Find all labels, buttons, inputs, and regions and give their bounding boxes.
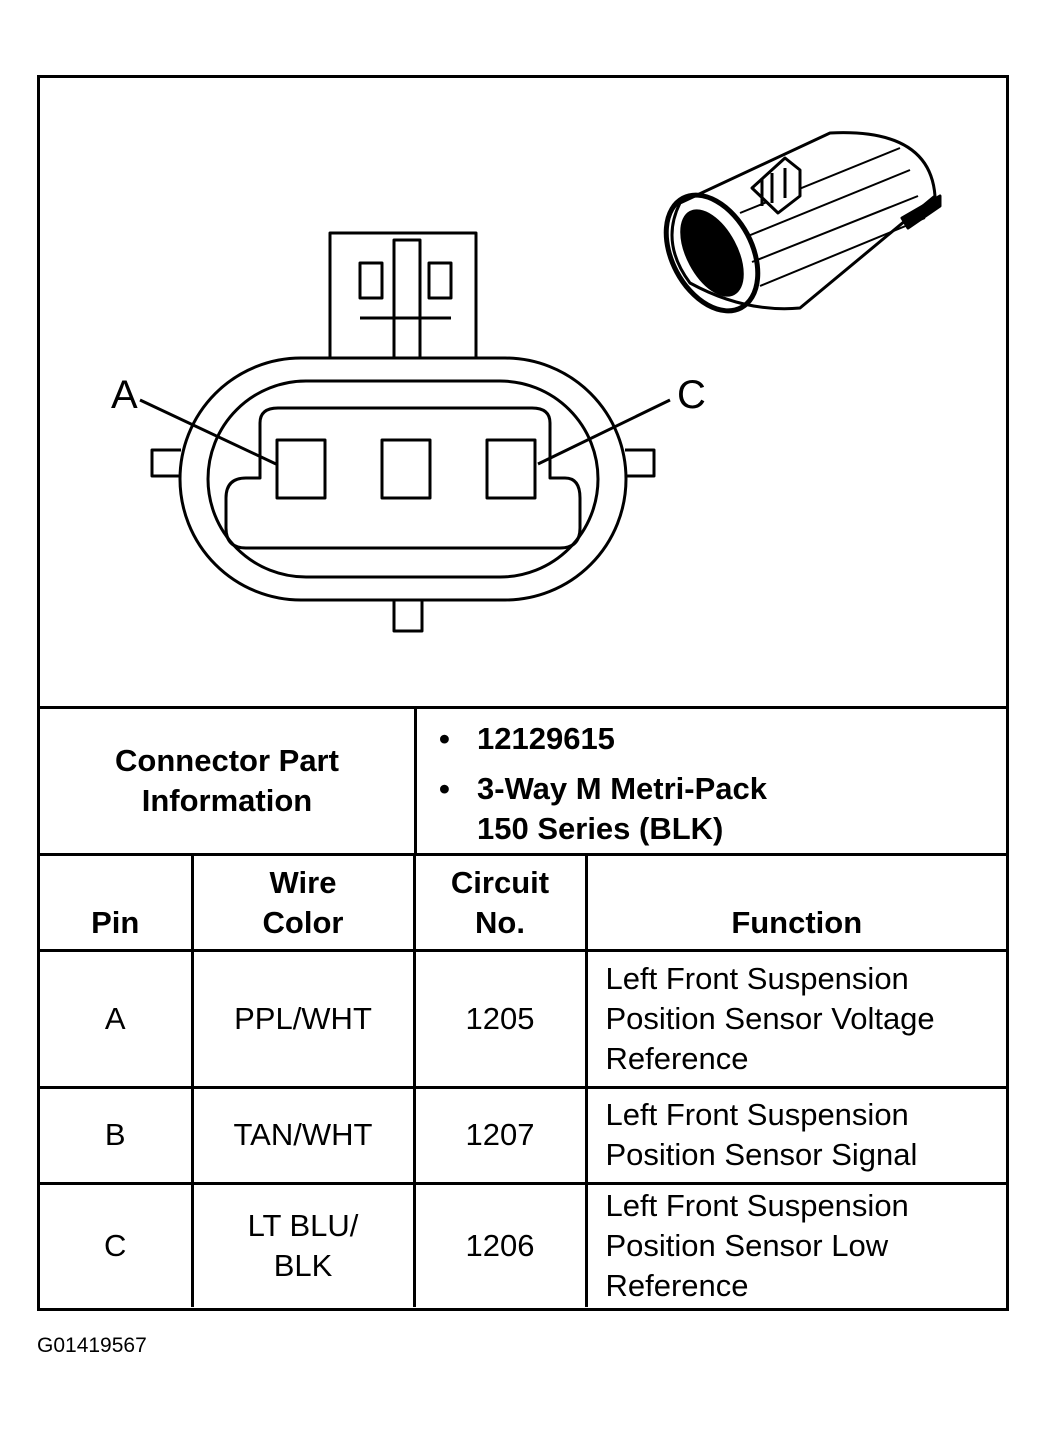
connector-part-info-label: Connector Part Information xyxy=(40,709,417,853)
pin-label-c: C xyxy=(677,373,706,417)
table-row: A PPL/WHT 1205 Left Front Suspension Pos… xyxy=(40,948,1006,1089)
connector-part-info-list: 12129615 3-Way M Metri-Pack 150 Series (… xyxy=(417,709,1006,853)
connector-part-information: Connector Part Information 12129615 3-Wa… xyxy=(40,706,1006,856)
terminal-cavity-outline xyxy=(224,406,582,550)
terminal-b xyxy=(380,438,432,500)
connector-outer-shell xyxy=(178,356,628,602)
pin-table-header-row: Pin Wire Color Circuit No. Function xyxy=(40,856,1006,952)
function-cell: Left Front Suspension Position Sensor Si… xyxy=(584,1085,1006,1185)
pin-cell: B xyxy=(40,1085,194,1185)
header-function: Function xyxy=(584,856,1006,952)
circuit-cell: 1206 xyxy=(412,1181,588,1307)
connector-3d-illustration xyxy=(663,131,942,314)
side-key-right xyxy=(625,448,656,478)
header-pin: Pin xyxy=(40,856,194,952)
connector-diagram: A C xyxy=(40,78,1006,708)
leader-line-c xyxy=(537,398,671,466)
connector-inner-shell xyxy=(206,379,600,579)
terminal-c xyxy=(485,438,537,500)
part-number: 12129615 xyxy=(439,719,615,759)
terminal-a xyxy=(275,438,327,500)
pin-table: Pin Wire Color Circuit No. Function A PP… xyxy=(40,856,1006,1307)
connector-series: 3-Way M Metri-Pack 150 Series (BLK) xyxy=(439,769,767,849)
wire-color-cell: PPL/WHT xyxy=(190,948,416,1089)
leader-line-a xyxy=(139,398,277,466)
header-circuit-no: Circuit No. xyxy=(412,856,588,952)
circuit-cell: 1207 xyxy=(412,1085,588,1185)
circuit-cell: 1205 xyxy=(412,948,588,1089)
pin-cell: A xyxy=(40,948,194,1089)
locking-tab xyxy=(328,231,478,360)
header-wire-color: Wire Color xyxy=(190,856,416,952)
pin-label-a: A xyxy=(111,373,138,417)
wire-color-cell: TAN/WHT xyxy=(190,1085,416,1185)
pin-table-container: Pin Wire Color Circuit No. Function A PP… xyxy=(40,856,1006,1308)
pin-cell: C xyxy=(40,1181,194,1307)
figure-id: G01419567 xyxy=(37,1334,147,1357)
table-row: C LT BLU/ BLK 1206 Left Front Suspension… xyxy=(40,1181,1006,1307)
connector-figure-frame: A C Connector Part Information 121296 xyxy=(37,75,1009,1311)
bottom-key xyxy=(392,599,424,633)
side-key-left xyxy=(150,448,181,478)
table-row: B TAN/WHT 1207 Left Front Suspension Pos… xyxy=(40,1085,1006,1185)
function-cell: Left Front Suspension Position Sensor Vo… xyxy=(584,948,1006,1089)
connector-face-drawing: A C xyxy=(111,131,942,633)
function-cell: Left Front Suspension Position Sensor Lo… xyxy=(584,1181,1006,1307)
wire-color-cell: LT BLU/ BLK xyxy=(190,1181,416,1307)
